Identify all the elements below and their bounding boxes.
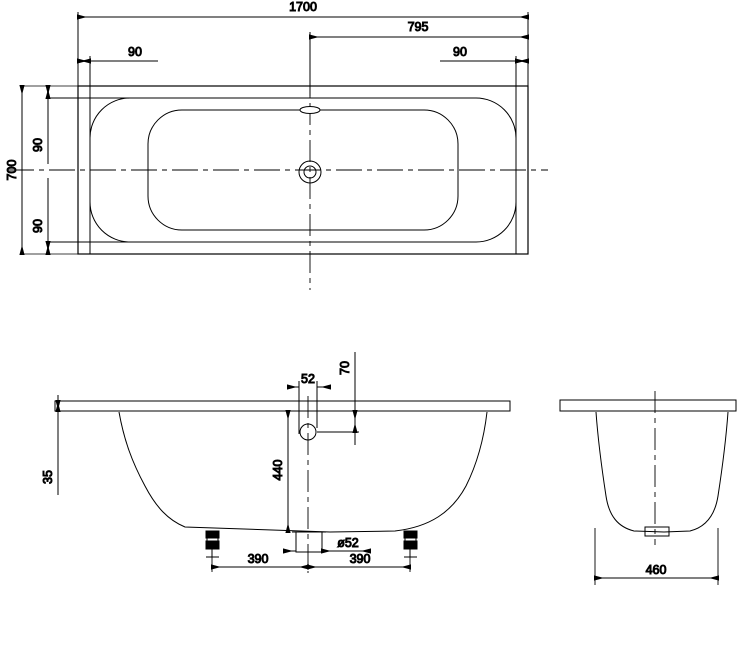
waste-outlet-inner-icon [303, 165, 317, 179]
end-view-bowl-profile [595, 411, 729, 533]
dim-leg-left-offset-label: 390 [248, 552, 269, 566]
end-view: 460 [559, 391, 737, 585]
dim-overall-width-label: 700 [5, 160, 19, 181]
dim-leg-right-offset-label: 390 [350, 552, 371, 566]
leg-right [403, 530, 418, 558]
dim-base-width-label: 460 [646, 563, 667, 577]
waste-pipe-outline [295, 532, 323, 553]
dim-centre-to-right-label: 795 [408, 20, 429, 34]
dim-bottom-rim-label: 90 [31, 219, 45, 233]
end-view-rim-slab [559, 399, 737, 412]
dim-top-rim-label: 90 [31, 138, 45, 152]
dim-bath-depth-label: 440 [271, 460, 285, 481]
top-view: 1700 795 90 90 700 90 90 [5, 0, 548, 290]
waste-outlet-icon [298, 160, 322, 184]
end-view-base-outlet [644, 526, 670, 537]
dim-overflow-height-label: 70 [338, 361, 352, 375]
dim-right-rim-label: 90 [453, 45, 467, 59]
side-view-bowl-profile [118, 411, 488, 533]
overflow-slot-icon [299, 106, 321, 114]
side-view-rim-slab [54, 400, 511, 412]
side-view: 35 52 70 440 ø52 390 390 [41, 352, 511, 573]
dim-overall-length-label: 1700 [289, 0, 317, 14]
leg-left [205, 530, 220, 558]
dim-rim-thickness-label: 35 [41, 470, 55, 484]
dim-left-rim-label: 90 [128, 45, 142, 59]
top-view-outer-outline [77, 85, 529, 255]
dim-overflow-width-label: 52 [301, 372, 315, 386]
dim-waste-dia-label: ø52 [337, 536, 359, 550]
